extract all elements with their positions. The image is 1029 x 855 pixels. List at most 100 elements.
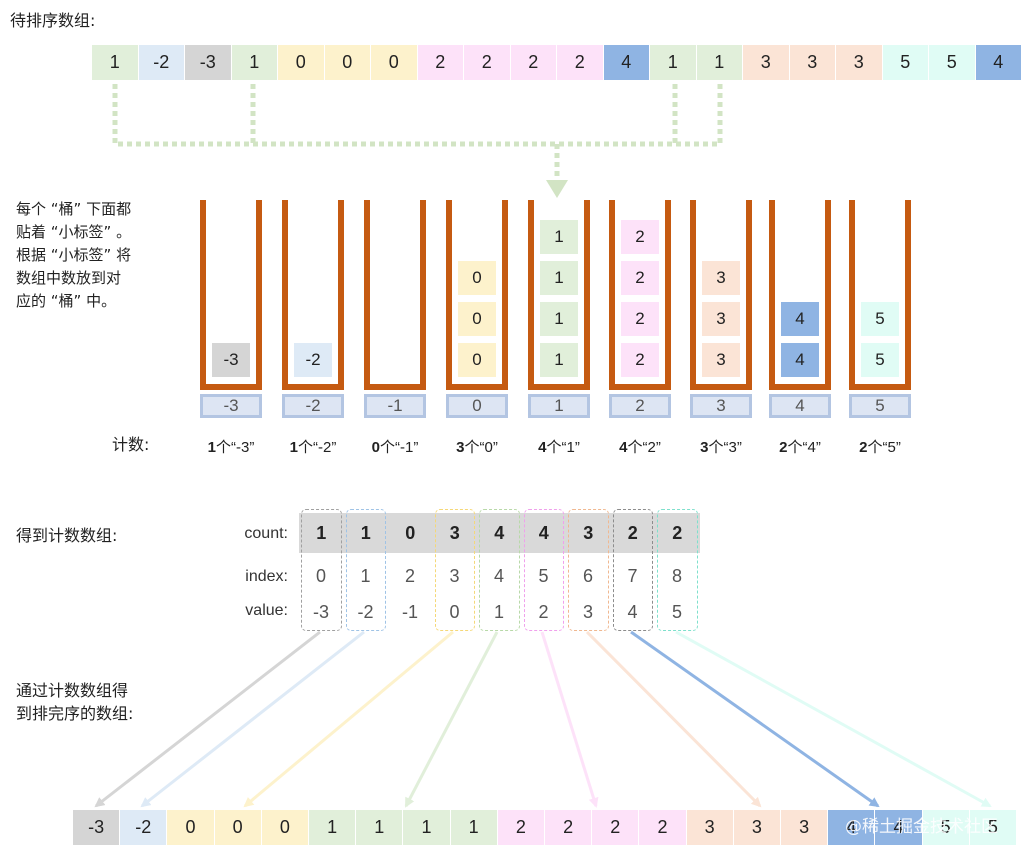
bucket-item: 2 <box>620 342 660 378</box>
bucket-item: 5 <box>860 342 900 378</box>
bucket-item: 3 <box>701 342 741 378</box>
bucket-count: 4个“1” <box>519 436 599 457</box>
value-cell: -2 <box>357 602 374 622</box>
mapping-arrow <box>630 630 880 808</box>
watermark: @稀土掘金技术社区 <box>845 817 998 837</box>
bucket-count-text: 个“0” <box>464 439 498 456</box>
value-cell: 1 <box>493 602 504 622</box>
sorted-cell: -2 <box>120 810 167 845</box>
unsorted-cell: 1 <box>696 45 742 80</box>
bucket-count: 3个“3” <box>681 436 761 457</box>
count-cell: 3 <box>583 522 594 543</box>
bucket-count: 1个“-2” <box>273 436 353 457</box>
bucket-count-number: 1 <box>207 439 216 456</box>
bucket-item: 2 <box>620 301 660 337</box>
bucket <box>690 200 752 390</box>
unsorted-cell: 0 <box>371 45 417 80</box>
index-cell: 8 <box>671 566 682 586</box>
unsorted-cell: 2 <box>557 45 603 80</box>
sorted-cell: 4 <box>875 810 922 845</box>
bucket-item: -3 <box>211 342 251 378</box>
sorted-cell: 3 <box>686 810 733 845</box>
bucket <box>849 200 911 390</box>
index-cell: 5 <box>538 566 549 586</box>
count-label: 计数: <box>112 435 150 454</box>
bucket-count-number: 4 <box>538 439 547 456</box>
bucket-count: 0个“-1” <box>355 436 435 457</box>
value-cell: 5 <box>671 602 682 622</box>
sorted-cell: 4 <box>828 810 875 845</box>
bucket <box>609 200 671 390</box>
bucket <box>446 200 508 390</box>
bucket-desc-5: 应的 “桶” 中。 <box>16 292 117 310</box>
unsorted-cell: -3 <box>185 45 231 80</box>
bucket-count-number: 2 <box>859 439 868 456</box>
bucket-count-text: 个“4” <box>787 439 821 456</box>
index-cell: 6 <box>582 566 593 586</box>
bucket-count-number: 0 <box>371 439 380 456</box>
bucket-item: 2 <box>620 219 660 255</box>
count-row-bg <box>299 513 700 553</box>
index-cell: 1 <box>360 566 371 586</box>
count-column-outline <box>345 509 386 631</box>
result-desc-1: 通过计数数组得 <box>16 681 129 700</box>
bucket-count-number: 1 <box>289 439 298 456</box>
bucket-count-number: 2 <box>779 439 788 456</box>
index-cell: 7 <box>627 566 638 586</box>
bucket-count-text: 个“-2” <box>298 439 337 456</box>
bucket-desc-1: 每个 “桶” 下面都 <box>16 200 132 218</box>
count-array-title: 得到计数数组: <box>16 526 118 545</box>
index-cell: 4 <box>493 566 504 586</box>
unsorted-cell: 1 <box>650 45 696 80</box>
bucket-count: 2个“5” <box>840 436 920 457</box>
bucket <box>528 200 590 390</box>
sorted-cell: 5 <box>922 810 969 845</box>
count-column-outline <box>434 509 475 631</box>
unsorted-cell: 4 <box>603 45 649 80</box>
bucket <box>364 200 426 390</box>
bucket-label: 5 <box>849 394 911 418</box>
count-column-outline <box>479 509 520 631</box>
bucket-count-text: 个“-1” <box>380 439 419 456</box>
value-cell: 3 <box>582 602 593 622</box>
sorted-cell: 0 <box>261 810 308 845</box>
bucket-item: 4 <box>780 342 820 378</box>
bucket-count-number: 3 <box>700 439 709 456</box>
bucket-item: 0 <box>457 301 497 337</box>
bucket-label: -2 <box>282 394 344 418</box>
count-cell: 4 <box>494 522 505 543</box>
count-column-outline <box>301 509 342 631</box>
sorted-cell: 2 <box>639 810 686 845</box>
mapping-arrow <box>540 631 599 808</box>
bucket-count-text: 个“5” <box>867 439 901 456</box>
unsorted-cell: 3 <box>836 45 882 80</box>
bucket-label: -3 <box>200 394 262 418</box>
count-column-outline <box>523 509 564 631</box>
unsorted-cell: 2 <box>510 45 556 80</box>
index-cell: 3 <box>449 566 460 586</box>
sorted-cell: 5 <box>969 810 1016 845</box>
unsorted-cell: 3 <box>743 45 789 80</box>
value-cell: 0 <box>449 602 460 622</box>
bucket-desc-3: 根据 “小标签” 将 <box>16 246 132 264</box>
bucket-count: 3个“0” <box>437 436 517 457</box>
bucket-count-text: 个“1” <box>546 439 580 456</box>
count-cell: 4 <box>538 522 549 543</box>
bucket-count: 1个“-3” <box>191 436 271 457</box>
value-cell: -1 <box>401 602 418 622</box>
value-cell: 4 <box>627 602 638 622</box>
bucket-count-number: 4 <box>619 439 628 456</box>
bucket-item: 1 <box>539 301 579 337</box>
sorted-cell: 1 <box>309 810 356 845</box>
unsorted-cell: 5 <box>882 45 928 80</box>
unsorted-cell: 5 <box>929 45 975 80</box>
value-cell: 2 <box>538 602 549 622</box>
bucket-label: 2 <box>609 394 671 418</box>
mapping-arrow <box>94 630 321 808</box>
sorted-cell: 3 <box>733 810 780 845</box>
count-cell: 2 <box>627 522 638 543</box>
bucket-label: 1 <box>528 394 590 418</box>
bucket-item: 2 <box>620 260 660 296</box>
bucket-count-number: 3 <box>456 439 465 456</box>
